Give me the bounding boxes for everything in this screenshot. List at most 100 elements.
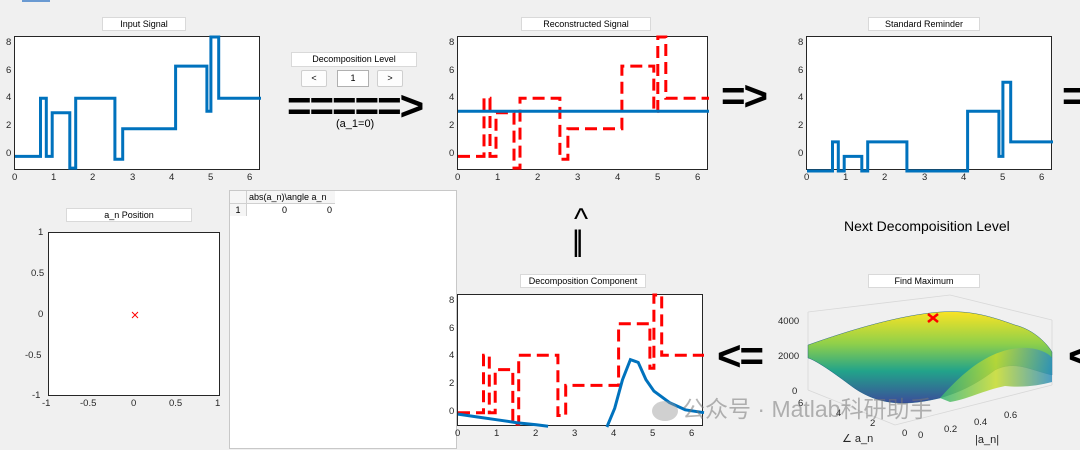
- xtick: 6: [689, 428, 695, 439]
- xtick: 0: [12, 172, 18, 183]
- xtick: 1: [843, 172, 849, 183]
- xtick: 4: [169, 172, 175, 183]
- xtick: 6: [247, 172, 253, 183]
- table-cell-angle[interactable]: 0: [326, 205, 332, 215]
- reconstructed-signal-title: Reconstructed Signal: [521, 17, 651, 31]
- input-signal-line: [15, 35, 261, 170]
- input-signal-plot: [15, 35, 261, 170]
- window-top-accent: [22, 0, 50, 2]
- xtick: 0: [455, 428, 461, 439]
- ytick: 4: [449, 350, 455, 361]
- an-position-marker: [131, 311, 139, 319]
- up-arrow-head: ^: [574, 203, 588, 236]
- xtick: 5: [208, 172, 214, 183]
- prev-level-button[interactable]: <: [301, 70, 327, 87]
- xtick: 5: [650, 428, 656, 439]
- ytick: 6: [6, 65, 12, 76]
- ytick: -1: [32, 390, 41, 401]
- decomposition-component-plot: [457, 293, 705, 428]
- ytick: 8: [6, 37, 12, 48]
- decomposition-component-title: Decomposition Component: [520, 274, 646, 288]
- xtick: 2: [90, 172, 96, 183]
- xtick: 3: [130, 172, 136, 183]
- watermark-text: 公众号 · Matlab科研助手: [682, 396, 933, 422]
- ytick: 2: [6, 120, 12, 131]
- find-maximum-title: Find Maximum: [868, 274, 980, 288]
- xtick: 0.5: [169, 398, 183, 409]
- reconstructed-signal-axes: [457, 35, 709, 170]
- ytick: -0.5: [25, 350, 42, 361]
- xtick: 0: [455, 172, 461, 183]
- an-position-title: a_n Position: [66, 208, 192, 222]
- angle-axis-label: ∠ a_n: [842, 433, 874, 445]
- input-signal-dashed-line: [458, 35, 709, 170]
- xtick: 0: [804, 172, 810, 183]
- xtick: 2: [533, 428, 539, 439]
- table-row-index: 1: [230, 204, 247, 216]
- table-corner: [230, 191, 247, 204]
- xtick: 0: [131, 398, 137, 409]
- ytick: 4: [6, 92, 12, 103]
- xtick: 4: [611, 428, 617, 439]
- ytick: 0: [798, 148, 804, 159]
- xtick: 5: [655, 172, 661, 183]
- coefficient-table[interactable]: abs(a_n)\angle a_n 1 0 0: [229, 190, 457, 449]
- table-column-header[interactable]: abs(a_n)\angle a_n: [247, 191, 335, 204]
- ytick: 0: [38, 309, 44, 320]
- next-level-button[interactable]: >: [377, 70, 403, 87]
- xtick: 3: [922, 172, 928, 183]
- decomposition-level-title: Decomposition Level: [291, 52, 417, 67]
- ytick: 6: [449, 323, 455, 334]
- xtick: -0.5: [80, 398, 97, 409]
- ytick: 8: [449, 37, 455, 48]
- standard-reminder-line: [807, 80, 1053, 173]
- ytick: 0: [902, 428, 908, 439]
- xtick: 2: [882, 172, 888, 183]
- xtick: 3: [572, 428, 578, 439]
- xtick: 1: [494, 428, 500, 439]
- maximum-marker: [927, 313, 939, 323]
- find-maximum-axes: [790, 290, 1070, 445]
- big-right-arrow: =====>: [287, 82, 424, 129]
- ztick: 2000: [778, 351, 800, 362]
- standard-reminder-axes: [806, 36, 1053, 173]
- an-position-plot: [131, 311, 139, 319]
- xtick: 0.6: [1004, 410, 1018, 421]
- coefficient-info: (a_1=0): [336, 118, 375, 130]
- ytick: 2: [449, 378, 455, 389]
- xtick: 1: [215, 398, 221, 409]
- ytick: 4: [836, 408, 842, 419]
- xtick: -1: [42, 398, 51, 409]
- standard-reminder-title: Standard Reminder: [868, 17, 980, 31]
- ytick: 6: [798, 398, 804, 409]
- component-line-right: [605, 357, 705, 428]
- ytick: 8: [798, 37, 804, 48]
- find-maximum-plot: [807, 294, 1053, 426]
- ytick: 0: [449, 148, 455, 159]
- ytick: 0.5: [31, 268, 45, 279]
- next-level-label: Next Decompoisition Level: [844, 218, 1010, 234]
- an-position-axes: [48, 232, 220, 396]
- xtick: 6: [695, 172, 701, 183]
- watermark: 公众号 · Matlab科研助手: [652, 390, 932, 424]
- magnitude-axis-label: |a_n|: [975, 434, 1000, 446]
- ztick: 4000: [778, 316, 800, 327]
- xtick: 6: [1039, 172, 1045, 183]
- table-cell-abs[interactable]: 0: [281, 205, 287, 215]
- xtick: 5: [1000, 172, 1006, 183]
- xtick: 0.4: [974, 417, 988, 428]
- left-arrow: <=: [717, 332, 764, 379]
- standard-reminder-plot: [807, 80, 1053, 173]
- ytick: 2: [798, 120, 804, 131]
- right-arrow: =>: [721, 72, 768, 119]
- xtick: 4: [961, 172, 967, 183]
- level-input[interactable]: 1: [337, 70, 369, 87]
- ztick: 0: [792, 386, 798, 397]
- up-arrow-shaft: ||: [572, 225, 583, 258]
- ytick: 6: [798, 65, 804, 76]
- xtick: 2: [535, 172, 541, 183]
- xtick: 4: [615, 172, 621, 183]
- edge-left-arrow: <: [1068, 336, 1080, 376]
- edge-right-arrow: =: [1062, 76, 1080, 116]
- component-line-left: [457, 412, 549, 428]
